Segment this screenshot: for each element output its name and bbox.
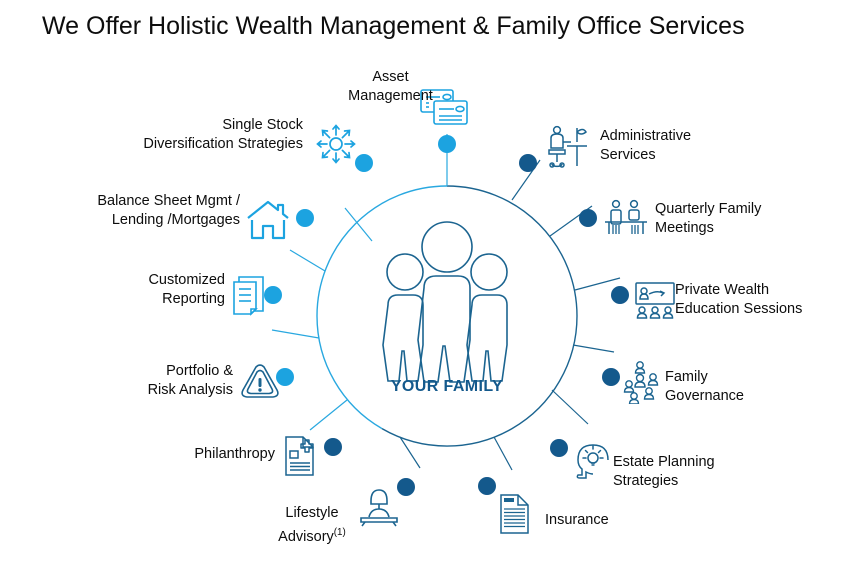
ring-arc-light xyxy=(316,185,448,430)
family-group-icon xyxy=(382,221,508,383)
dot-customized-reporting[interactable] xyxy=(264,286,282,304)
label-estate-planning: Estate Planning Strategies xyxy=(613,454,715,489)
dot-quarterly-family-meetings[interactable] xyxy=(579,209,597,227)
desk-worker-icon xyxy=(543,124,589,170)
risk-warning-icon xyxy=(239,362,281,402)
documents-icon xyxy=(230,274,268,318)
center-caption: YOUR FAMILY xyxy=(390,378,504,395)
dot-family-governance[interactable] xyxy=(602,368,620,386)
label-single-stock-diversification: Single Stock Diversification Strategies xyxy=(143,117,303,152)
dot-private-wealth-education[interactable] xyxy=(611,286,629,304)
dot-administrative-services[interactable] xyxy=(519,154,537,172)
label-family-governance: Family Governance xyxy=(665,369,744,404)
dot-lifestyle-advisory[interactable] xyxy=(397,478,415,496)
label-insurance: Insurance xyxy=(545,512,609,528)
policy-document-icon xyxy=(498,492,532,536)
dot-portfolio-risk-analysis[interactable] xyxy=(276,368,294,386)
dot-estate-planning[interactable] xyxy=(550,439,568,457)
charity-document-icon xyxy=(283,434,317,478)
label-private-wealth-education: Private Wealth Education Sessions xyxy=(675,282,803,317)
label-balance-sheet-mgmt: Balance Sheet Mgmt / Lending /Mortgages xyxy=(97,193,240,228)
ring-arc-dark xyxy=(381,185,578,447)
brain-idea-icon xyxy=(572,440,614,482)
dot-insurance[interactable] xyxy=(478,477,496,495)
label-philanthropy: Philanthropy xyxy=(194,446,275,462)
dot-balance-sheet-mgmt[interactable] xyxy=(296,209,314,227)
dot-single-stock-diversification[interactable] xyxy=(355,154,373,172)
diversification-arrows-icon xyxy=(313,121,359,167)
dot-philanthropy[interactable] xyxy=(324,438,342,456)
connector-lines xyxy=(271,134,621,471)
label-lifestyle-advisory-footnote: (1) xyxy=(333,527,346,538)
presentation-board-icon xyxy=(633,280,677,320)
label-administrative-services: Administrative Services xyxy=(600,128,692,163)
page-title: We Offer Holistic Wealth Management & Fa… xyxy=(42,12,745,40)
meeting-table-icon xyxy=(603,198,649,238)
dot-asset-management[interactable] xyxy=(438,135,456,153)
label-lifestyle-advisory-text: Lifestyle Advisory xyxy=(278,505,339,545)
concierge-person-icon xyxy=(356,487,402,527)
label-asset-management: Asset Management xyxy=(348,69,433,104)
label-lifestyle-advisory: Lifestyle Advisory(1) xyxy=(263,504,361,547)
label-portfolio-risk-analysis: Portfolio & Risk Analysis xyxy=(147,363,233,398)
house-icon xyxy=(245,198,291,242)
label-quarterly-family-meetings: Quarterly Family Meetings xyxy=(655,201,762,236)
two-cards-icon xyxy=(418,86,470,130)
label-customized-reporting: Customized Reporting xyxy=(148,272,225,307)
governance-people-icon xyxy=(620,360,662,405)
node-dots xyxy=(264,135,629,496)
